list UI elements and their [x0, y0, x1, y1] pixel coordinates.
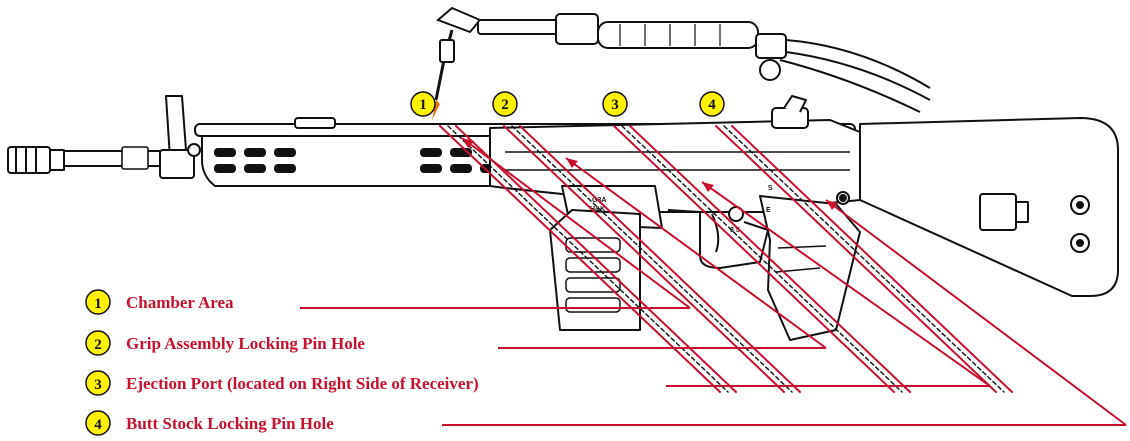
callout-2-label: Grip Assembly Locking Pin Hole — [126, 334, 365, 353]
callout-1-number: 1 — [94, 296, 102, 312]
cut-marker-1: 1 — [410, 91, 436, 117]
selector-fire-mark: E — [766, 207, 771, 214]
selector-number-mark: 3 5 — [730, 227, 740, 234]
cut-marker-2-number: 2 — [501, 97, 509, 113]
cutting-torch-icon — [432, 6, 931, 120]
callout-3-label: Ejection Port (located on Right Side of … — [126, 374, 479, 393]
torch-flame — [432, 100, 440, 120]
handguard — [201, 131, 506, 187]
cut-band-4 — [715, 125, 1013, 393]
receiver-maker-mark: H&K — [590, 206, 605, 213]
callout-3-number: 3 — [94, 377, 102, 393]
rear-sight — [771, 95, 809, 129]
cut-band-3 — [613, 125, 911, 393]
callout-4-label: Butt Stock Locking Pin Hole — [126, 414, 334, 433]
cut-marker-4: 4 — [699, 91, 725, 117]
flash-hider — [7, 146, 65, 174]
cut-markers: 1 2 3 4 — [410, 91, 725, 117]
callout-1: 1 Chamber Area — [85, 289, 234, 315]
leader-line-2 — [498, 157, 827, 349]
cut-marker-4-number: 4 — [708, 97, 716, 113]
front-sight — [165, 95, 187, 159]
callout-2: 2 Grip Assembly Locking Pin Hole — [85, 330, 365, 356]
callout-4-number: 4 — [94, 417, 102, 433]
selector-safe-mark: S — [768, 185, 773, 192]
leader-line-3 — [666, 181, 991, 387]
leader-lines — [300, 137, 1127, 426]
callout-4: 4 Butt Stock Locking Pin Hole — [85, 410, 334, 436]
cut-marker-2: 2 — [492, 91, 518, 117]
callout-legend: 1 Chamber Area 2 Grip Assembly Locking P… — [85, 289, 479, 436]
barrel — [63, 150, 165, 167]
cut-marker-3-number: 3 — [611, 97, 619, 113]
leader-line-4 — [442, 199, 1127, 426]
callout-1-label: Chamber Area — [126, 293, 234, 312]
callout-3: 3 Ejection Port (located on Right Side o… — [85, 370, 479, 396]
leader-line-1 — [300, 137, 691, 309]
cut-marker-3: 3 — [602, 91, 628, 117]
callout-2-number: 2 — [94, 337, 102, 353]
pistol-grip — [759, 195, 861, 341]
cut-marker-1-number: 1 — [419, 97, 427, 113]
